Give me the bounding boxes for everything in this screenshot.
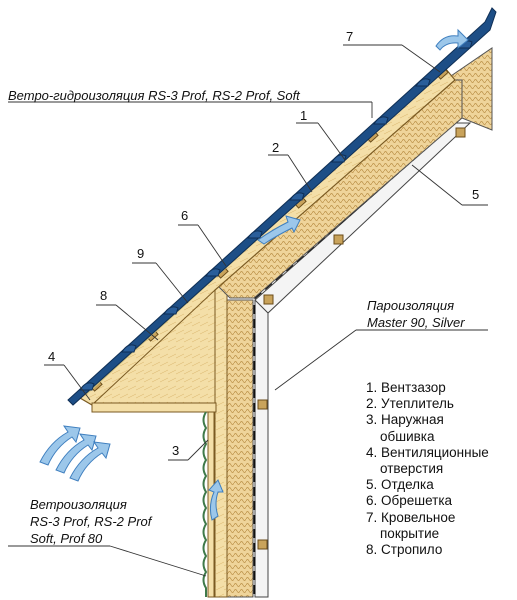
legend-item: 6. Обрешетка	[366, 493, 453, 509]
roof-covering	[67, 7, 497, 406]
callout-wind-barrier-title: Ветроизоляция	[30, 497, 127, 512]
legend-item: покрытие	[380, 525, 440, 541]
callout-wind-barrier-products-1: RS-3 Prof, RS-2 Prof	[30, 514, 152, 529]
legend-item: 3. Наружная	[366, 412, 444, 428]
airflow-arrows	[39, 28, 469, 521]
callout-wind-hydro-membrane: Ветро-гидроизоляция RS-3 Prof, RS-2 Prof…	[8, 88, 300, 103]
label-5: 5	[472, 187, 480, 202]
callout-wind-barrier-products-2: Soft, Prof 80	[30, 531, 103, 546]
label-6: 6	[181, 208, 189, 223]
legend-item: 5. Отделка	[366, 477, 434, 493]
roof-insulation	[214, 79, 463, 299]
legend: 1. Вентзазор 2. Утеплитель 3. Наружная о…	[366, 380, 489, 558]
soffit	[91, 402, 217, 413]
label-3: 3	[172, 443, 180, 458]
legend-item: отверстия	[380, 461, 444, 477]
label-1: 1	[300, 108, 308, 123]
callout-vapor-barrier-products: Master 90, Silver	[367, 315, 465, 330]
wall-insulation	[214, 284, 254, 598]
legend-item: 2. Утеплитель	[366, 396, 454, 412]
label-9: 9	[137, 246, 145, 261]
interior-finish	[254, 122, 472, 598]
label-4: 4	[48, 349, 56, 364]
leader-lines	[8, 44, 488, 577]
legend-item: 1. Вентзазор	[366, 380, 446, 395]
label-2: 2	[272, 140, 280, 155]
ridge-block	[443, 47, 493, 131]
label-8: 8	[100, 288, 108, 303]
legend-item: обшивка	[380, 428, 435, 444]
legend-item: 7. Кровельное	[366, 509, 456, 525]
label-7: 7	[346, 29, 354, 44]
callout-vapor-barrier-title: Пароизоляция	[367, 298, 455, 313]
legend-item: 4. Вентиляционные	[366, 444, 489, 460]
legend-item: 8. Стропило	[366, 542, 443, 558]
